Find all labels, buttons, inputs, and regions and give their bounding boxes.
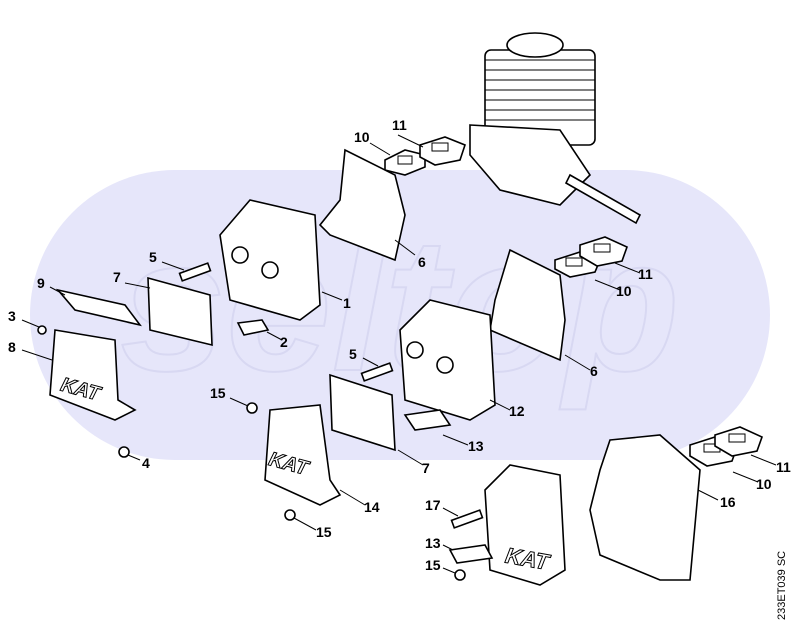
muffler-12	[399, 299, 496, 421]
callout-12: 12	[509, 403, 525, 419]
callout-16: 16	[720, 494, 736, 510]
callout-15: 15	[210, 385, 226, 401]
callout-7: 7	[422, 460, 430, 476]
cover-8: KAT	[49, 329, 137, 421]
callout-10: 10	[756, 476, 772, 492]
callout-9: 9	[37, 275, 45, 291]
screen-2	[236, 319, 270, 336]
callout-5: 5	[349, 346, 357, 362]
screen-13-mid	[403, 409, 452, 431]
callout-6: 6	[590, 363, 598, 379]
gasket-11-top	[419, 136, 466, 166]
heat-shield-6-mid	[489, 248, 566, 362]
callout-13: 13	[425, 535, 441, 551]
callout-15: 15	[425, 557, 441, 573]
plate-7-bot	[329, 373, 396, 452]
gasket-11-bot	[714, 426, 764, 457]
heat-shield-6-top	[318, 148, 406, 262]
plate-7-top	[147, 276, 213, 347]
heat-shield-16	[589, 434, 701, 581]
callout-6: 6	[418, 254, 426, 270]
watermark-shape	[30, 170, 770, 460]
callout-5: 5	[149, 249, 157, 265]
callout-11: 11	[392, 117, 407, 133]
callout-15: 15	[316, 524, 332, 540]
gasket-9	[55, 288, 142, 327]
screen-13-bot	[448, 544, 494, 564]
callout-7: 7	[113, 269, 121, 285]
callout-10: 10	[616, 283, 632, 299]
muffler-1	[219, 199, 321, 321]
callout-3: 3	[8, 308, 16, 324]
callout-2: 2	[280, 334, 288, 350]
drawing-code: 233ET039 SC	[776, 550, 788, 620]
callout-1: 1	[343, 295, 351, 311]
callout-14: 14	[364, 499, 380, 515]
screws	[37, 262, 484, 581]
callout-10: 10	[354, 129, 370, 145]
muffler-kat: KAT	[484, 464, 566, 586]
callout-4: 4	[142, 455, 150, 471]
leader-lines	[21, 134, 777, 574]
cover-14: KAT	[264, 404, 342, 506]
callout-11: 11	[776, 459, 791, 475]
callout-8: 8	[8, 339, 16, 355]
callout-11: 11	[638, 266, 653, 282]
callout-13: 13	[468, 438, 484, 454]
engine-cylinder	[469, 32, 642, 225]
callout-17: 17	[425, 497, 441, 513]
gasket-11-mid	[579, 236, 629, 267]
